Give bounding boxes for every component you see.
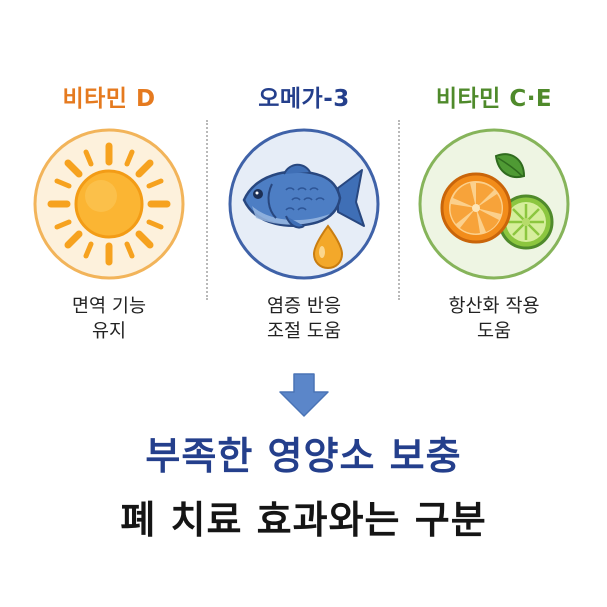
description-line: 유지: [91, 321, 127, 342]
headline: 부족한 영양소 보충: [145, 434, 462, 478]
column-description: 면역 기능 유지: [14, 294, 204, 344]
description-line: 면역 기능: [72, 296, 146, 317]
description-line: 항산화 작용: [448, 296, 540, 317]
column-title: 비타민 C·E: [435, 86, 553, 112]
column-title: 오메가-3: [258, 86, 350, 112]
description-line: 염증 반응: [267, 296, 341, 317]
citrus-icon: [416, 126, 572, 282]
column-title: 비타민 D: [62, 86, 156, 112]
description-line: 조절 도움: [267, 321, 341, 342]
description-line: 도움: [476, 321, 512, 342]
dotted-divider: [206, 120, 208, 300]
subline: 폐 치료 효과와는 구분: [120, 498, 487, 542]
column-description: 항산화 작용 도움: [399, 294, 589, 344]
dotted-divider: [398, 120, 400, 300]
column-description: 염증 반응 조절 도움: [209, 294, 399, 344]
fish-oil-icon: [226, 126, 382, 282]
arrow-down-icon: [278, 372, 330, 418]
sun-icon: [31, 126, 187, 282]
